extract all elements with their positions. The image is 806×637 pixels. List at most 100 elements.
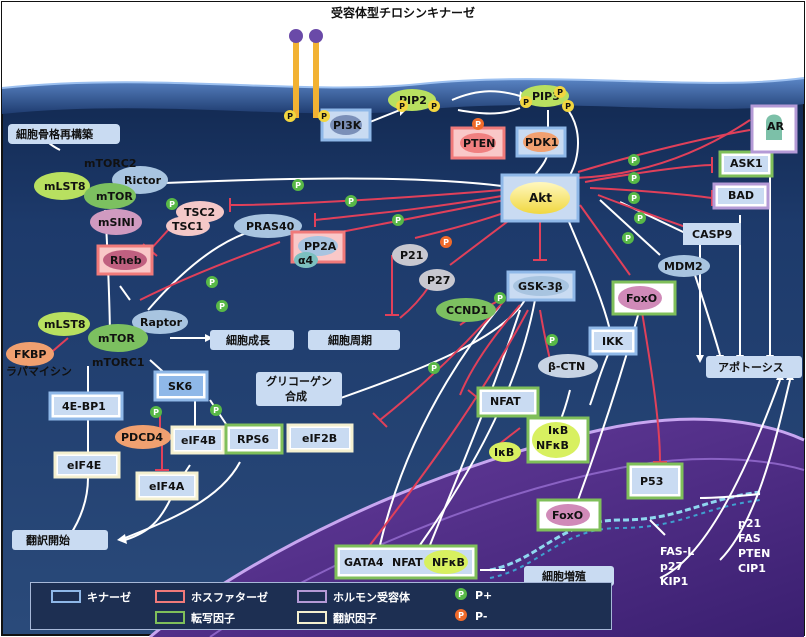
phospho-plus-ccnd1-marker: P — [494, 292, 506, 304]
legend-label-phosphatase: ホスファターゼ — [191, 591, 268, 604]
glycogen-label-line1: グリコーゲン — [266, 375, 332, 388]
eif4e-node: eIF4E — [67, 459, 102, 472]
phospho-plus-sk6-marker-2: P — [210, 404, 222, 416]
legend-label-transcription-factor: 転写因子 — [191, 612, 235, 625]
proliferation-label: 細胞増殖 — [542, 570, 586, 583]
ikk-node: IKK — [602, 335, 624, 348]
foxo-nuclear-node: FoxO — [552, 509, 584, 522]
mtor-c1-node: mTOR — [98, 332, 135, 345]
mtor-c2-node: mTOR — [96, 190, 133, 203]
ar-node: AR — [767, 120, 784, 133]
pras40-node: PRAS40 — [246, 220, 295, 233]
ccnd1-node: CCND1 — [446, 304, 489, 317]
nfkb-nuclear-node: NFκB — [432, 556, 465, 569]
phospho-plus-sk6-marker-1: P — [150, 406, 162, 418]
apoptosis-label: アポトーシス — [718, 361, 784, 374]
cell-growth-label: 細胞成長 — [226, 334, 270, 347]
phospho-plus-rictor-marker: P — [166, 198, 178, 210]
tsc1-node: TSC1 — [172, 220, 204, 233]
pip3-node: PIP3 — [532, 90, 560, 103]
rheb-node: Rheb — [110, 254, 142, 267]
phospho-receptor-marker-2: P — [318, 110, 330, 122]
glycogen-label-line2: 合成 — [285, 390, 307, 403]
target-gene-p27: p27 — [660, 560, 684, 573]
phospho-plus-raptor-marker: P — [216, 300, 228, 312]
cell-cycle-label: 細胞周期 — [328, 334, 372, 347]
foxo-node: FoxO — [626, 292, 658, 305]
phospho-pip3-marker-3: P — [562, 100, 574, 112]
bad-node: BAD — [728, 189, 755, 202]
pi3k-node: PI3K — [333, 119, 362, 132]
phospho-plus-bctn-marker: P — [546, 334, 558, 346]
legend-swatch-hormone-receptor — [297, 590, 327, 603]
legend-swatch-translation-factor — [297, 611, 327, 624]
mlst8-c1-node: mLST8 — [44, 318, 86, 331]
msini-node: mSINI — [98, 216, 135, 229]
cytoskeleton-label: 細胞骨格再構築 — [16, 128, 93, 141]
alpha4-node: α4 — [298, 254, 314, 267]
bctn-node: β-CTN — [548, 360, 586, 373]
mlst8-c2-node: mLST8 — [44, 180, 86, 193]
gsk3b-node: GSK-3β — [518, 280, 563, 293]
phospho-pip3-marker-2: P — [554, 86, 566, 98]
mtorc2-label: mTORC2 — [84, 157, 137, 170]
legend-p-plus-icon: P — [455, 588, 467, 600]
phospho-plus-ask1-marker: P — [628, 172, 640, 184]
p27-node: P27 — [427, 274, 451, 287]
target-gene-fas: FAS — [738, 532, 761, 545]
nfkb-node: NFκB — [536, 439, 569, 452]
target-gene-kip1: KIP1 — [660, 575, 689, 588]
eif4a-node: eIF4A — [149, 480, 185, 493]
casp9-node: CASP9 — [692, 228, 733, 241]
target-gene-cip1: CIP1 — [738, 562, 766, 575]
target-gene-fasl: FAS-L — [660, 545, 695, 558]
pdcd4-node: PDCD4 — [121, 431, 164, 444]
phospho-receptor-marker-1: P — [284, 110, 296, 122]
phospho-pip3-marker-1: P — [520, 96, 532, 108]
nfat-nuclear-node: NFAT — [392, 556, 423, 569]
p53-node: P53 — [640, 475, 664, 488]
rapamycin-label: ラパマイシン — [6, 365, 72, 378]
legend-label-kinase: キナーゼ — [87, 591, 131, 604]
eif4b-node: eIF4B — [181, 434, 217, 447]
phospho-plus-foxo-marker: P — [622, 232, 634, 244]
receptor-title: 受容体型チロシンキナーゼ — [330, 6, 475, 20]
mdm2-node: MDM2 — [664, 260, 703, 273]
pip2-node: PIP2 — [399, 94, 427, 107]
legend-swatch-kinase — [51, 590, 81, 603]
legend-label-p-plus: P+ — [475, 589, 493, 602]
phospho-plus-tsc-marker: P — [345, 195, 357, 207]
phospho-plus-ar-marker: P — [628, 154, 640, 166]
legend-swatch-phosphatase — [155, 590, 185, 603]
legend-label-translation-factor: 翻訳因子 — [333, 612, 377, 625]
nfat-node: NFAT — [490, 395, 521, 408]
phospho-minus-pten-marker: P — [472, 118, 484, 130]
phospho-plus-pras-marker: P — [392, 214, 404, 226]
ask1-node: ASK1 — [730, 157, 763, 170]
target-gene-p21: p21 — [738, 517, 762, 530]
gata4-node: GATA4 — [344, 556, 384, 569]
legend-label-hormone-receptor: ホルモン受容体 — [333, 591, 410, 604]
legend-swatch-transcription-factor — [155, 611, 185, 624]
phospho-pip2-marker-2: P — [428, 100, 440, 112]
pp2a-node: PP2A — [304, 240, 337, 253]
p21-node: P21 — [400, 249, 424, 262]
legend-label-p-minus: P- — [475, 610, 488, 623]
rps6-node: RPS6 — [237, 433, 270, 446]
pten-node: PTEN — [463, 137, 496, 150]
phospho-plus-mtor-marker: P — [292, 179, 304, 191]
ikb-free-node: IκB — [494, 446, 515, 459]
phospho-plus-nfat-marker: P — [428, 362, 440, 374]
phospho-plus-bad-marker: P — [628, 192, 640, 204]
phospho-pip2-marker-1: P — [396, 100, 408, 112]
fkbp-node: FKBP — [14, 348, 47, 361]
akt-node: Akt — [529, 191, 553, 205]
translation-start-label: 翻訳開始 — [26, 534, 70, 547]
sk6-node: SK6 — [168, 380, 193, 393]
tsc2-node: TSC2 — [184, 206, 216, 219]
phospho-plus-casp9-marker: P — [634, 212, 646, 224]
4ebp1-node: 4E-BP1 — [62, 400, 106, 413]
phospho-plus-pp2a-marker: P — [206, 276, 218, 288]
legend-p-minus-icon: P — [455, 609, 467, 621]
